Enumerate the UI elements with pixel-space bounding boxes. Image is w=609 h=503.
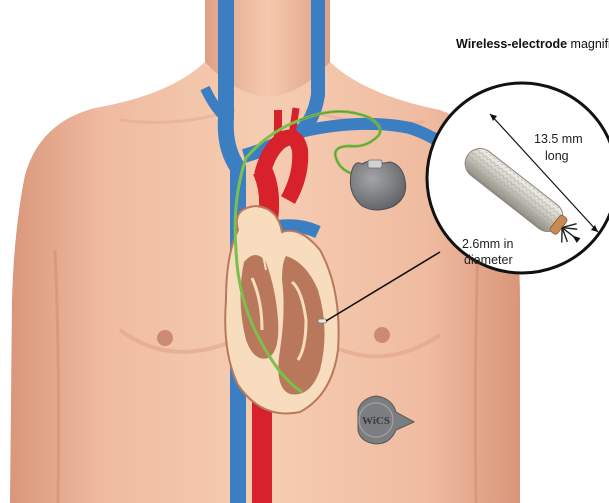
diameter-unit: diameter (464, 253, 513, 267)
length-value: 13.5 mm (534, 132, 583, 146)
inset-title-rest: magnified (567, 37, 609, 51)
inset-title-bold: Wireless-electrode (456, 37, 567, 51)
wics-label: WiCS (362, 415, 390, 427)
implanted-electrode-marker (318, 319, 327, 323)
magnified-inset: 13.5 mm long 2.6mm in diameter (427, 83, 609, 273)
pacemaker-device (350, 160, 405, 210)
diameter-value: 2.6mm in (462, 237, 513, 251)
inset-title: Wireless-electrode magnified (456, 37, 609, 51)
length-unit: long (545, 149, 569, 163)
left-nipple (157, 330, 173, 346)
right-nipple (374, 327, 390, 343)
